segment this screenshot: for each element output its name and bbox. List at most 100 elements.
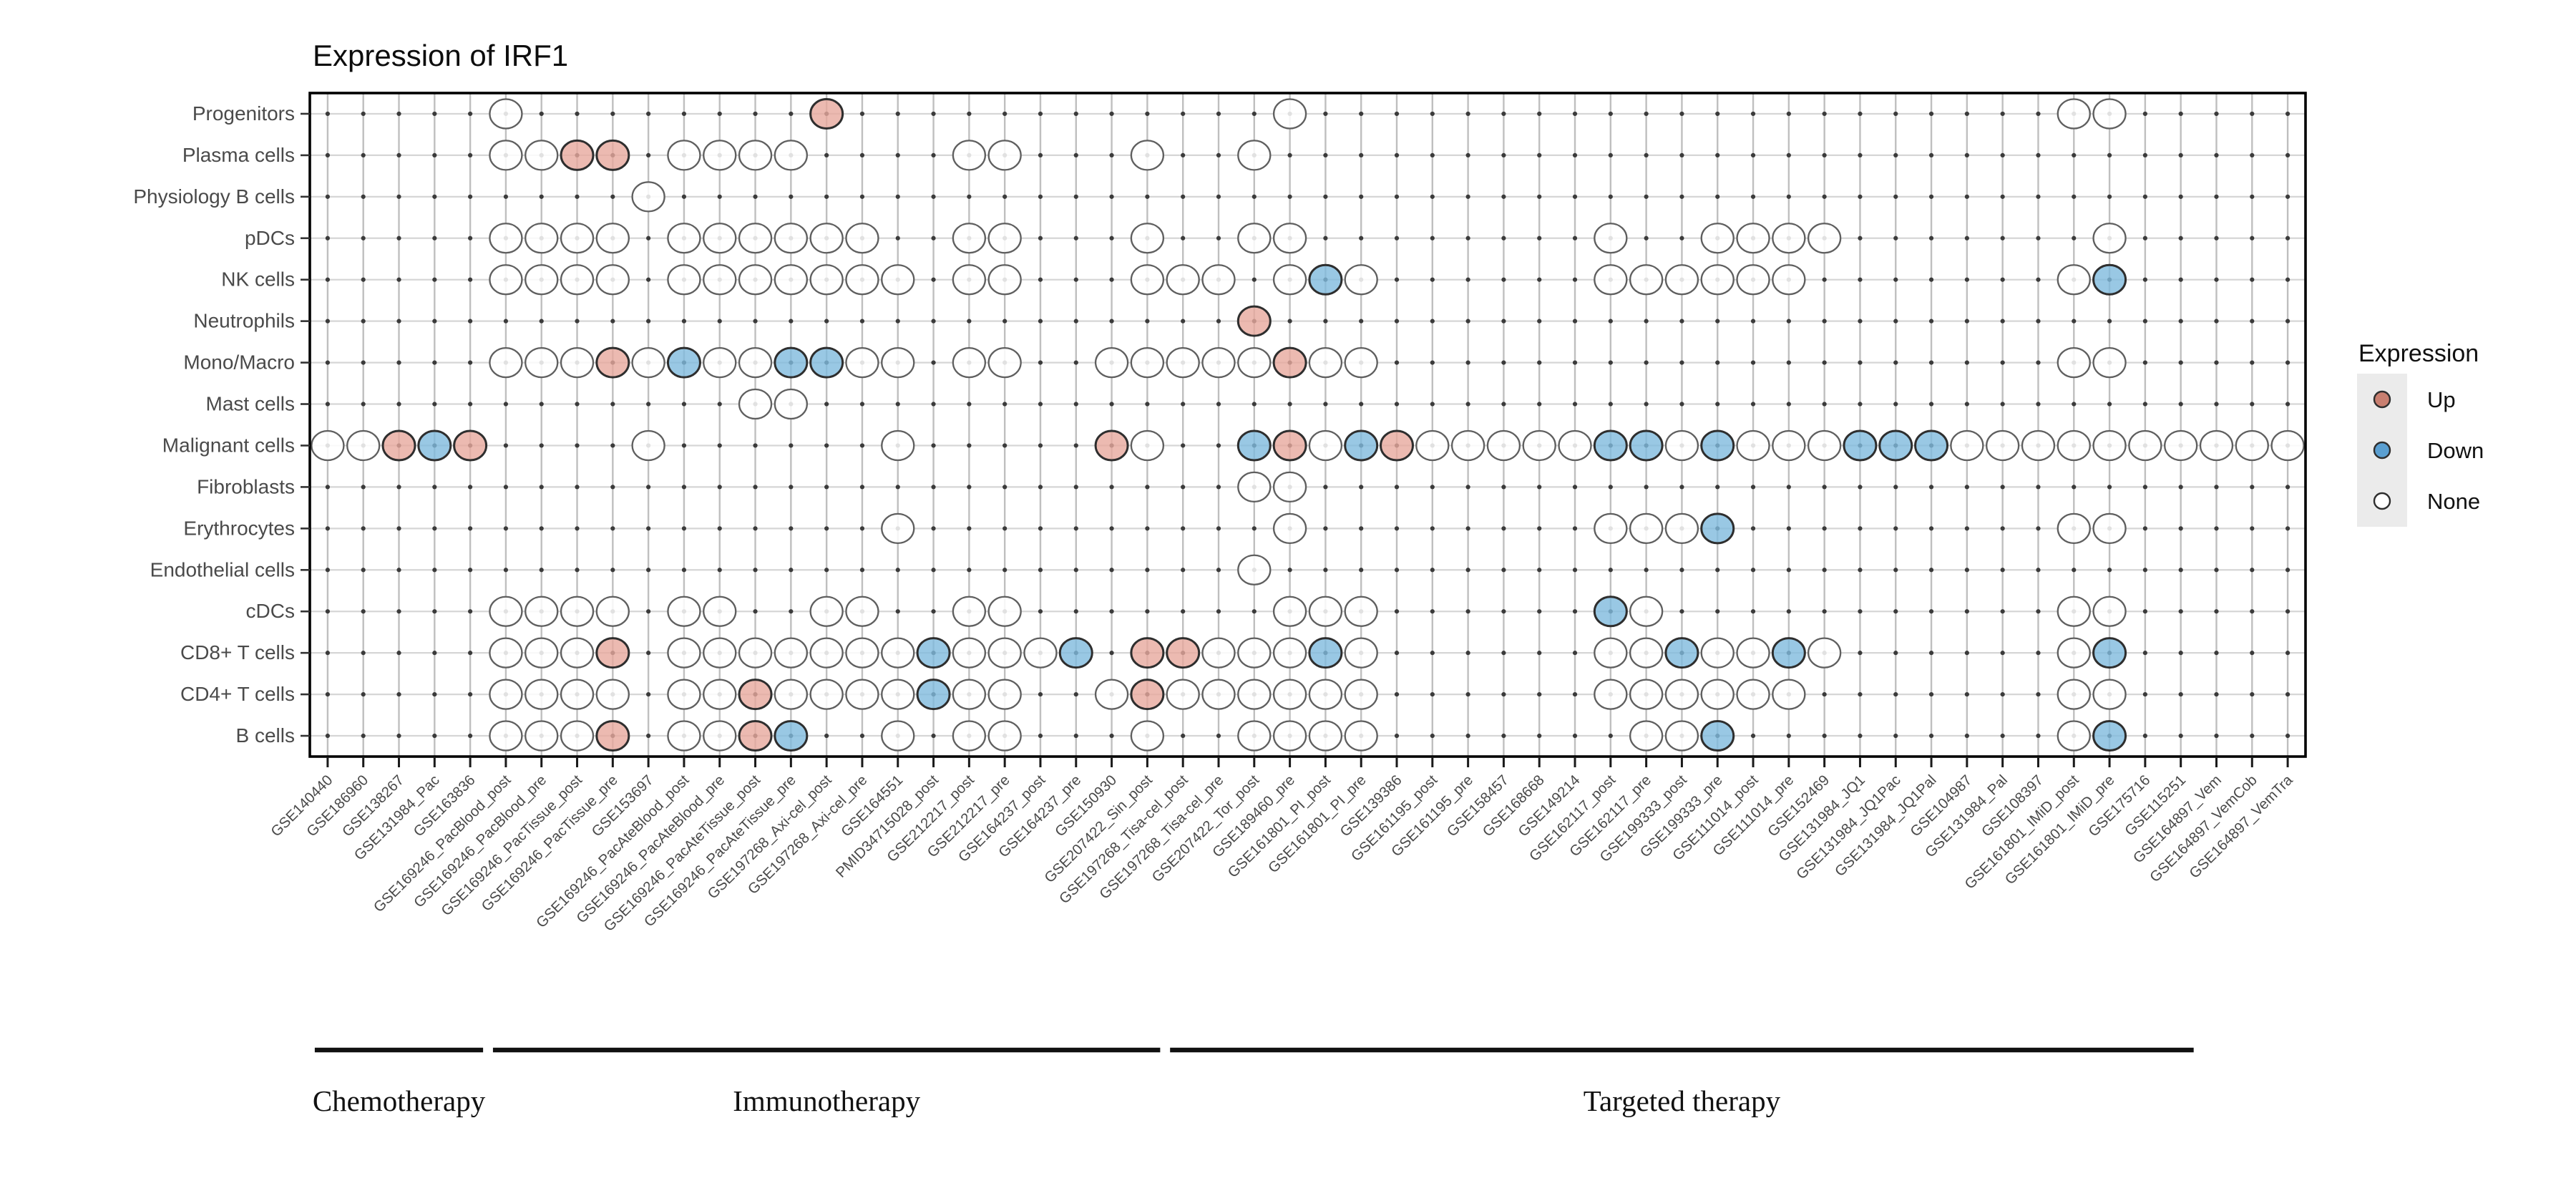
legend-key-none-icon <box>2373 492 2391 510</box>
dot-none <box>1700 264 1735 296</box>
grid-dot <box>1465 152 1470 158</box>
grid-dot <box>1216 319 1221 324</box>
grid-dot <box>1216 111 1221 117</box>
grid-dot <box>325 526 331 531</box>
grid-dot <box>1073 443 1078 448</box>
grid-dot <box>824 194 829 199</box>
dot-down <box>1308 637 1343 669</box>
grid-dot <box>2036 485 2041 490</box>
dot-down <box>666 346 701 379</box>
grid-dot <box>1715 485 1720 490</box>
grid-dot <box>325 691 331 697</box>
grid-dot <box>1537 609 1542 614</box>
dot-none <box>560 223 595 254</box>
grid-dot <box>895 319 900 324</box>
grid-dot <box>1572 691 1578 697</box>
grid-dot <box>1679 235 1684 240</box>
group-label: Chemotherapy <box>313 1084 486 1117</box>
dot-none <box>703 264 737 296</box>
grid-dot <box>1572 277 1578 282</box>
grid-dot <box>2142 235 2147 240</box>
grid-dot <box>824 319 829 324</box>
grid-dot <box>646 568 651 573</box>
dot-none <box>1237 346 1272 379</box>
grid-dot <box>1465 609 1470 614</box>
grid-dot <box>468 402 473 407</box>
dot-down <box>1700 720 1735 752</box>
grid-dot <box>1822 733 1827 739</box>
grid-dot <box>1073 568 1078 573</box>
grid-dot <box>539 319 544 324</box>
grid-dot <box>1501 319 1506 324</box>
dot-none <box>1130 140 1165 171</box>
dot-none <box>1807 637 1842 669</box>
dot-none <box>1201 637 1236 669</box>
grid-dot <box>1928 277 1934 282</box>
grid-dot <box>2000 277 2005 282</box>
grid-dot <box>1394 235 1400 240</box>
grid-dot <box>1394 111 1400 117</box>
dot-none <box>2092 679 2127 710</box>
grid-dot <box>1858 152 1863 158</box>
dot-none <box>1237 223 1272 254</box>
grid-dot <box>753 111 758 117</box>
grid-dot <box>1893 651 1898 656</box>
grid-dot <box>1822 360 1827 365</box>
grid-dot <box>1109 277 1114 282</box>
grid-dot <box>1644 111 1649 117</box>
grid-dot <box>753 443 758 448</box>
grid-dot <box>575 443 580 448</box>
grid-dot <box>1858 485 1863 490</box>
dot-none <box>1594 512 1628 544</box>
grid-dot <box>1964 568 1969 573</box>
grid-dot <box>1715 568 1720 573</box>
grid-dot <box>1145 609 1150 614</box>
grid-dot <box>1002 485 1008 490</box>
grid-dot <box>1537 152 1542 158</box>
dot-none <box>809 637 844 669</box>
grid-dot <box>1359 526 1364 531</box>
grid-dot <box>325 111 331 117</box>
grid-dot <box>1073 319 1078 324</box>
grid-dot <box>1501 691 1506 697</box>
grid-dot <box>931 111 936 117</box>
grid-dot <box>1928 691 1934 697</box>
grid-dot <box>1608 402 1613 407</box>
grid-dot <box>931 402 936 407</box>
grid-dot <box>2142 526 2147 531</box>
grid-dot <box>2000 485 2005 490</box>
dot-none <box>1950 429 1984 462</box>
grid-dot <box>1216 609 1221 614</box>
grid-dot <box>361 651 366 656</box>
grid-dot <box>2250 194 2255 199</box>
grid-dot <box>2285 609 2290 614</box>
grid-dot <box>432 402 437 407</box>
grid-dot <box>1394 194 1400 199</box>
grid-dot <box>1430 733 1435 739</box>
grid-dot <box>396 651 401 656</box>
dot-none <box>845 679 879 710</box>
dot-none <box>1807 223 1842 254</box>
grid-dot <box>2036 235 2041 240</box>
grid-dot <box>1359 235 1364 240</box>
grid-dot <box>396 485 401 490</box>
dot-none <box>952 346 987 379</box>
grid-dot <box>1465 111 1470 117</box>
grid-dot <box>1216 485 1221 490</box>
grid-dot <box>2142 691 2147 697</box>
dot-none <box>1629 720 1664 752</box>
grid-dot <box>1394 568 1400 573</box>
dot-down <box>1236 429 1272 462</box>
grid-dot <box>931 194 936 199</box>
grid-dot <box>1822 277 1827 282</box>
grid-dot <box>1572 568 1578 573</box>
grid-dot <box>1822 568 1827 573</box>
grid-dot <box>859 443 865 448</box>
dot-none <box>1272 679 1307 710</box>
grid-dot <box>539 111 544 117</box>
grid-dot <box>539 526 544 531</box>
grid-dot <box>2178 651 2183 656</box>
grid-dot <box>1679 568 1684 573</box>
dot-down <box>916 637 951 669</box>
